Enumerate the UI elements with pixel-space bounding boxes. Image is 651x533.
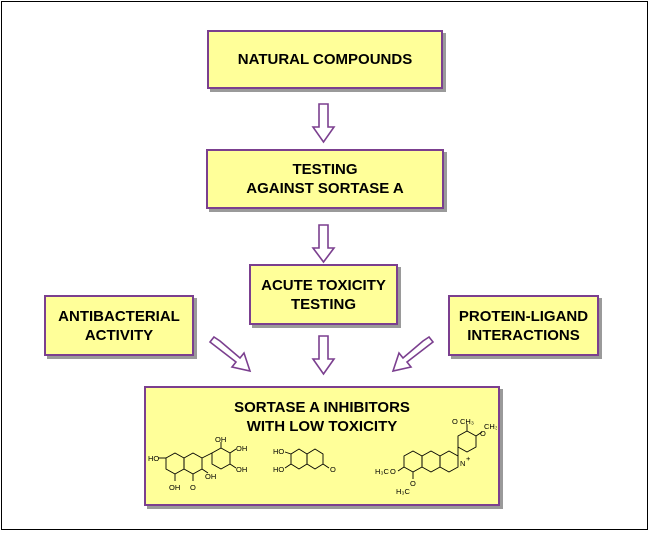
arrow-down-2 (311, 224, 336, 264)
flavonol-oh-label-3: OH (236, 444, 247, 453)
box-label-line2: TESTING (290, 295, 356, 313)
coumarin-ho-label-2: HO (273, 465, 284, 474)
alkaloid-ch3-label-1: CH₃ (460, 417, 474, 426)
box-label-line1: TESTING (292, 161, 358, 178)
box-label-line1: PROTEIN-LIGAND (458, 307, 589, 325)
box-label-line2: ACTIVITY (84, 326, 154, 344)
box-label-line1: SORTASE A INHIBITORS (234, 399, 410, 416)
alkaloid-o-label-1: O (452, 417, 458, 426)
alkaloid-structure: O CH₃ O CH₃ N + O H₃C O H₃C (375, 417, 497, 496)
alkaloid-h3c-label-1: H₃C (375, 467, 389, 476)
alkaloid-n-label: N (460, 459, 465, 468)
box-natural-compounds: NATURAL COMPOUNDS (207, 30, 443, 89)
flavonol-oh-label-1: OH (169, 483, 180, 492)
box-label-line2: INTERACTIONS (467, 326, 580, 344)
box-label: NATURAL COMPOUNDS (237, 51, 413, 68)
alkaloid-plus-label: + (466, 454, 471, 463)
box-acute-toxicity: ACUTE TOXICITY TESTING (249, 264, 398, 325)
box-protein-ligand: PROTEIN-LIGAND INTERACTIONS (448, 295, 599, 356)
coumarin-ho-label-1: HO (273, 447, 284, 456)
flavonol-o-label: O (190, 483, 196, 492)
box-label-line1: ACUTE TOXICITY (261, 276, 386, 294)
box-sortase-inhibitors: SORTASE A INHIBITORS WITH LOW TOXICITY (144, 386, 500, 506)
coumarin-structure: HO HO O (273, 447, 336, 474)
alkaloid-o-label-4: O (410, 479, 416, 488)
box-antibacterial-activity: ANTIBACTERIAL ACTIVITY (44, 295, 194, 356)
arrow-down-3 (311, 335, 336, 376)
flavonol-oh-label-5: OH (215, 436, 226, 444)
alkaloid-h3c-label-2: H₃C (396, 487, 410, 496)
box-label-line2: AGAINST SORTASE A (246, 180, 404, 197)
flavonol-oh-label-4: OH (236, 465, 247, 474)
flavonol-structure: HO OH O OH OH OH OH (148, 436, 247, 492)
flavonol-oh-label-2: OH (205, 472, 216, 481)
coumarin-o-label: O (330, 465, 336, 474)
box-label-line1: ANTIBACTERIAL (58, 307, 180, 325)
arrow-diag-right (391, 335, 435, 373)
box-testing-sortase: TESTING AGAINST SORTASE A (206, 149, 444, 209)
alkaloid-o-label-3: O (390, 467, 396, 476)
flavonol-ho-label: HO (148, 454, 159, 463)
arrow-diag-left (208, 335, 252, 373)
arrow-down-1 (311, 103, 336, 144)
alkaloid-ch3-label-2: CH₃ (484, 422, 497, 431)
alkaloid-o-label-2: O (480, 429, 486, 438)
box-label-line2: WITH LOW TOXICITY (246, 418, 398, 435)
